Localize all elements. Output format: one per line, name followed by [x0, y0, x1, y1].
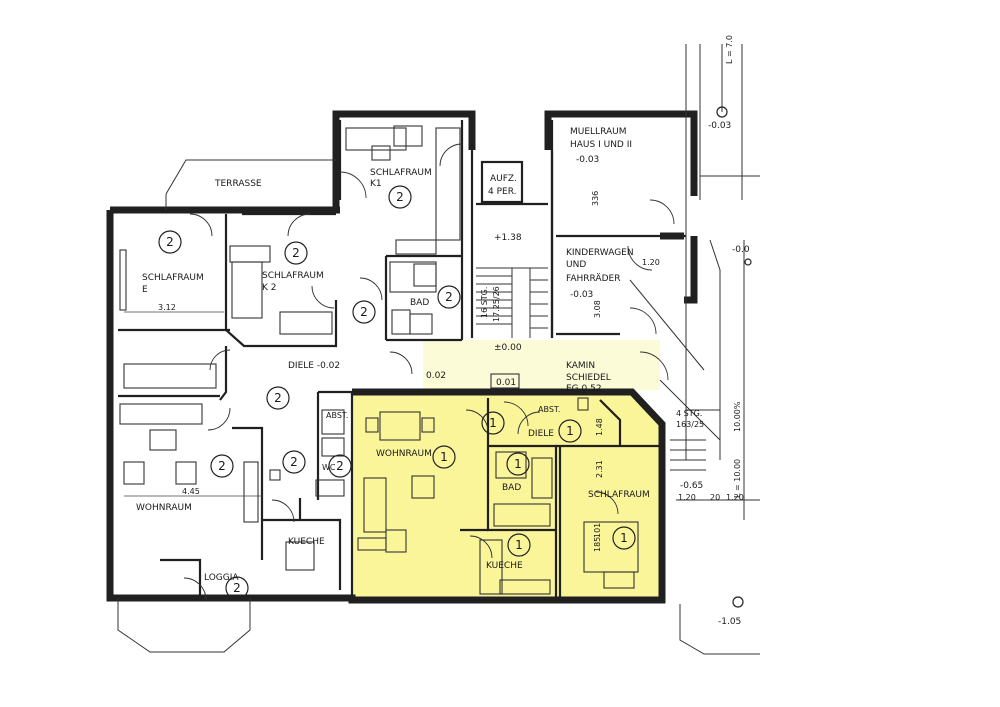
- dim-148: 1.48: [595, 418, 604, 436]
- stairs: [476, 267, 706, 471]
- label-bad-right: BAD: [502, 483, 521, 493]
- dim-336: 336: [591, 191, 600, 206]
- label-kamin-level: EG 0.52: [566, 384, 602, 394]
- label-bad-left: BAD: [410, 298, 429, 308]
- label-aufzug: AUFZ.: [490, 174, 517, 184]
- external-outlines: [117, 44, 760, 655]
- label-muellraum-level: -0.03: [576, 155, 599, 165]
- dim-120-b: 1.20: [678, 493, 696, 502]
- label-wohnraum-left: WOHNRAUM: [136, 503, 192, 513]
- unit-number-flur-left-2: 2: [290, 455, 298, 469]
- unit-number-diele-left: 2: [274, 391, 282, 405]
- axis-label-top: L = 7.0: [725, 35, 734, 64]
- label-kamin-brand: SCHIEDEL: [566, 373, 611, 383]
- label-muellraum-sub: HAUS I UND II: [570, 140, 632, 150]
- label-kinderwagen: KINDERWAGEN: [566, 248, 634, 258]
- dim-308: 3.08: [593, 300, 602, 318]
- dim-20: 20: [710, 493, 720, 502]
- dim-120-c: 1.20: [726, 493, 744, 502]
- stair-4-count: 4 STG.: [676, 409, 702, 418]
- door-swings: [183, 143, 675, 601]
- label-wc-left: WC: [322, 463, 336, 472]
- label-schlafraum-k2: SCHLAFRAUM: [262, 271, 324, 281]
- dim-185: 185: [593, 537, 602, 552]
- slope-label: 10.00%: [733, 401, 742, 432]
- level-002: 0.02: [426, 371, 446, 381]
- stair-4-ratio: 163/25: [676, 420, 704, 429]
- dim-120: 1.20: [642, 258, 660, 267]
- axis-label-right: L = 10.00: [733, 459, 742, 498]
- level-marker-bottom-right: [732, 596, 744, 608]
- stair-ratio: 17.25/26: [492, 286, 501, 322]
- dim-101: 101: [593, 523, 602, 538]
- unit-number-schlaf-right: 1: [620, 531, 628, 545]
- label-aufzug-capacity: 4 PER.: [488, 187, 517, 197]
- level-001-box: [490, 373, 520, 389]
- level-marker-right-edge: [744, 258, 752, 266]
- level-markers: [716, 106, 752, 608]
- label-kinderwagen-level: -0.03: [570, 290, 593, 300]
- label-schlafraum-e-sub: E: [142, 285, 148, 295]
- unit-number-k2: 2: [292, 246, 300, 260]
- unit-number-kueche-right: 1: [515, 538, 523, 552]
- label-terrasse: TERRASSE: [214, 179, 262, 189]
- unit-number-markers: 2 2 2 2 2 2 2 2 2 2 1 1 1 1 1 1: [158, 185, 636, 600]
- label-muellraum: MUELLRAUM: [570, 127, 626, 137]
- unit-number-wohn-right: 1: [440, 450, 448, 464]
- label-kinderwagen-und: UND: [566, 260, 586, 270]
- unit-number-loggia: 2: [233, 581, 241, 595]
- level-065: -0.65: [680, 481, 703, 491]
- unit-number-k1: 2: [396, 190, 404, 204]
- unit-1-corridor-highlight: [423, 340, 660, 390]
- furniture: [119, 125, 639, 595]
- label-schlafraum-e: SCHLAFRAUM: [142, 273, 204, 283]
- unit-number-schlaf-e: 2: [166, 235, 174, 249]
- label-wohnraum-right: WOHNRAUM: [376, 449, 432, 459]
- unit-number-flur-left: 2: [360, 305, 368, 319]
- label-schlafraum-right: SCHLAFRAUM: [588, 490, 650, 500]
- label-kueche-left: KUECHE: [288, 537, 325, 547]
- level-105: -1.05: [718, 617, 741, 627]
- label-kueche-right: KUECHE: [486, 561, 523, 571]
- room-labels: TERRASSE SCHLAFRAUM K1 AUFZ. 4 PER. MUEL…: [136, 35, 750, 627]
- label-schlafraum-k1-sub: K1: [370, 179, 382, 189]
- label-loggia: LOGGIA: [204, 573, 239, 583]
- dim-231: 2.31: [595, 460, 604, 478]
- label-abst-left: ABST.: [326, 411, 348, 420]
- label-kinderwagen-fahrraeder: FAHRRÄDER: [566, 273, 620, 284]
- unit-number-diele-right: 1: [566, 424, 574, 438]
- unit-number-wohn-left: 2: [218, 459, 226, 473]
- label-schlafraum-k2-sub: K 2: [262, 283, 277, 293]
- level-right-edge: -0.0: [732, 245, 750, 255]
- level-000: ±0.00: [494, 343, 522, 353]
- label-diele-left: DIELE -0.02: [288, 361, 340, 371]
- unit-number-flur-right: 1: [489, 416, 497, 430]
- unit-number-wc-left: 2: [336, 459, 344, 473]
- level-marker-top-right: [716, 106, 728, 118]
- unit-number-bad-left: 2: [445, 290, 453, 304]
- level-top-right: -0.03: [708, 121, 731, 131]
- label-diele-right: DIELE: [528, 429, 554, 439]
- stair-count: 16 STG.: [480, 287, 489, 318]
- label-kamin: KAMIN: [566, 361, 595, 371]
- outer-walls: [106, 110, 698, 604]
- unit-number-bad-right: 1: [514, 457, 522, 471]
- level-138: +1.38: [494, 233, 522, 243]
- dim-312: 3.12: [158, 303, 176, 312]
- dim-445: 4.45: [182, 487, 200, 496]
- label-schlafraum-k1: SCHLAFRAUM: [370, 168, 432, 178]
- label-abst-right: ABST.: [538, 405, 560, 414]
- level-001: 0.01: [496, 378, 516, 388]
